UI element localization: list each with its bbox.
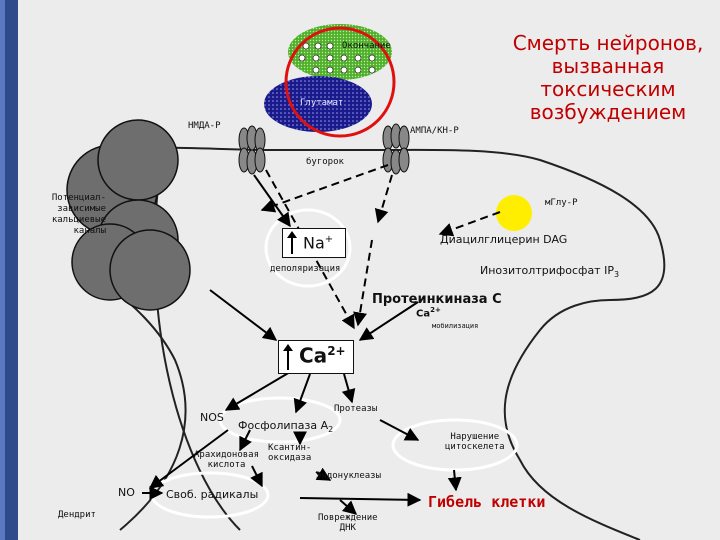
increase-arrow-icon bbox=[283, 344, 293, 370]
sodium-text: Na bbox=[303, 233, 325, 253]
label-ip3: Инозитолтрифосфат IP3 bbox=[480, 265, 619, 279]
label-phospholipase: Фосфолипаза А2 bbox=[238, 420, 333, 434]
label-calcium: Ca2+ bbox=[299, 345, 346, 366]
label-mglu-receptor: мГлу-Р bbox=[545, 198, 578, 208]
label-calcium-channels: Потенциал- зависимые кальциевые каналы bbox=[36, 193, 106, 237]
label-endonucleases: Эндонуклеазы bbox=[316, 471, 382, 481]
label-cytoskeleton: Нарушение цитоскелета bbox=[445, 432, 505, 452]
mglu-receptor-icon bbox=[496, 195, 532, 231]
phospholipase-text: Фосфолипаза А bbox=[238, 419, 329, 432]
dna-line-1: Повреждение bbox=[318, 513, 378, 523]
vesicles bbox=[298, 42, 376, 74]
label-mobilization: мобилизация bbox=[432, 322, 479, 330]
cytoskeleton-line-1: Нарушение bbox=[450, 432, 500, 442]
label-terminal: Окончание bbox=[342, 41, 391, 51]
label-protein-kinase-c: Протеинкиназа С bbox=[372, 292, 502, 307]
label-dna-damage: Повреждение ДНК bbox=[318, 513, 378, 533]
ca-small-charge: 2+ bbox=[430, 306, 441, 314]
glutamate-cloud bbox=[264, 76, 372, 132]
label-arachidonic-acid: Арахидоновая кислота bbox=[194, 450, 259, 470]
label-channels-line-1: Потенциал- bbox=[51, 193, 106, 203]
label-cell-death: Гибель клетки bbox=[428, 493, 546, 511]
label-sodium: Na+ bbox=[303, 235, 333, 251]
label-no: NO bbox=[118, 486, 135, 499]
sodium-box: Na+ bbox=[282, 228, 346, 258]
calcium-box: Ca2+ bbox=[278, 340, 354, 374]
label-nos: NOS bbox=[200, 411, 224, 424]
dna-line-2: ДНК bbox=[339, 523, 356, 533]
calcium-channels bbox=[66, 119, 191, 311]
increase-arrow-icon bbox=[287, 231, 297, 254]
label-proteases: Протеазы bbox=[334, 404, 378, 414]
xanthine-line-2: оксидаза bbox=[268, 453, 312, 463]
ip3-text: Инозитолтрифосфат IP bbox=[480, 264, 614, 277]
label-glutamate: Глутамат bbox=[300, 98, 344, 108]
terminal-shape bbox=[288, 24, 392, 80]
highlight-red-circle bbox=[284, 26, 396, 138]
label-channels-line-3: кальциевые bbox=[51, 215, 106, 225]
label-channels-line-2: зависимые bbox=[57, 204, 106, 214]
arachidonic-line-1: Арахидоновая bbox=[194, 450, 260, 460]
ca-small-text: Ca bbox=[416, 308, 431, 320]
label-nmda-receptor: НМДА-Р bbox=[188, 121, 221, 131]
cell-membrane-outline bbox=[107, 146, 666, 540]
arachidonic-line-2: кислота bbox=[207, 460, 246, 470]
label-dag: Диацилглицерин DAG bbox=[440, 233, 568, 246]
ip3-subscript: 3 bbox=[613, 270, 620, 280]
label-ca-small: Ca2+ bbox=[416, 307, 441, 319]
label-free-radicals: Своб. радикалы bbox=[166, 488, 259, 501]
label-ampa-receptor: АМПА/КН-Р bbox=[410, 126, 459, 136]
calcium-charge: 2+ bbox=[327, 344, 346, 358]
label-dendrite: Дендрит bbox=[58, 510, 96, 520]
nmda-receptor-icon bbox=[238, 125, 266, 175]
phospholipase-subscript: 2 bbox=[328, 425, 334, 435]
calcium-text: Ca bbox=[299, 343, 328, 368]
slide-side-decoration bbox=[0, 0, 18, 540]
ampa-receptor-icon bbox=[382, 123, 410, 175]
xanthine-line-1: Ксантин- bbox=[268, 443, 312, 453]
cytoskeleton-line-2: цитоскелета bbox=[445, 442, 505, 452]
diagram-title: Смерть нейронов, вызванная токсическим в… bbox=[512, 31, 704, 124]
label-xanthine-oxidase: Ксантин- оксидаза bbox=[268, 443, 311, 463]
label-depolarization: деполяризация bbox=[270, 264, 341, 274]
label-tubercle: бугорок bbox=[306, 157, 344, 167]
sodium-charge: + bbox=[324, 234, 334, 245]
dashed-arrows bbox=[260, 164, 501, 330]
solid-arrows bbox=[142, 174, 462, 515]
label-channels-line-4: каналы bbox=[73, 226, 106, 236]
